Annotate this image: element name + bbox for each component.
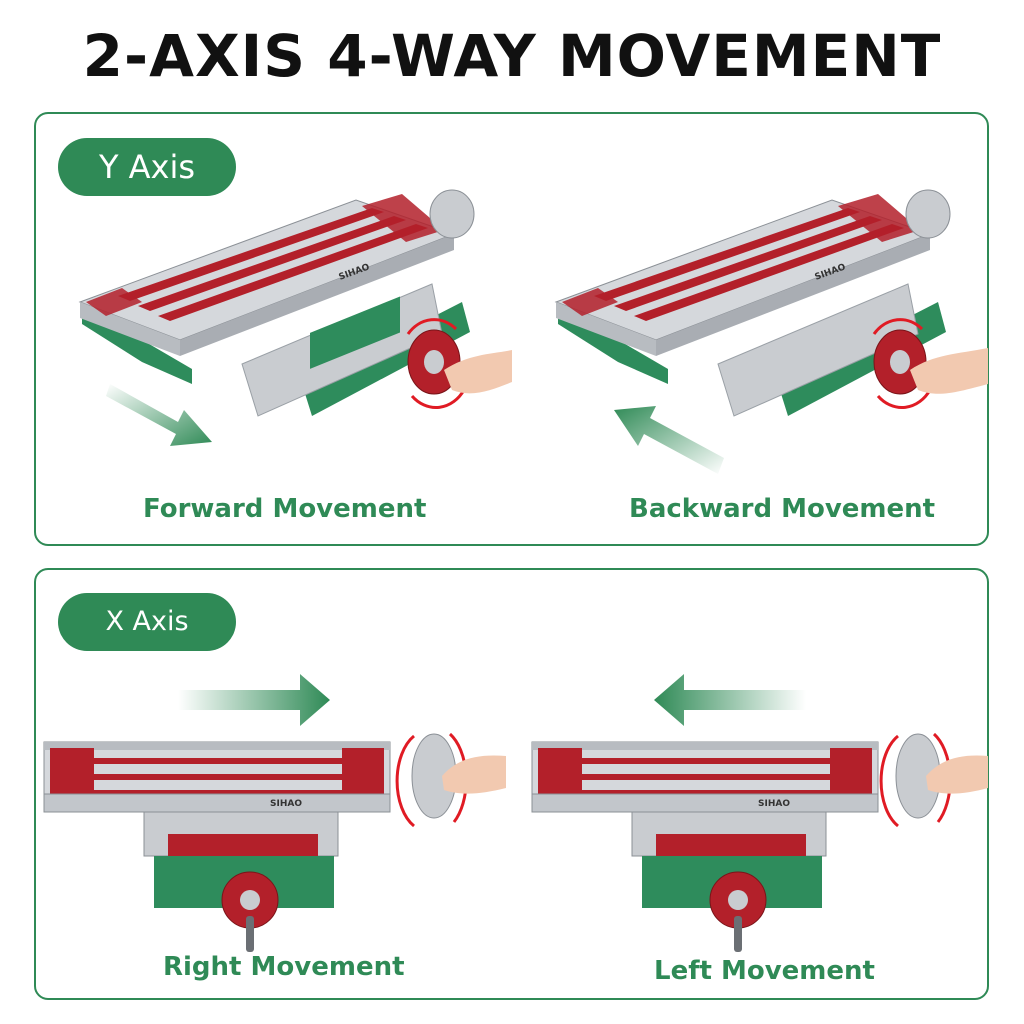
x-axis-panel: X Axis SIHAO (34, 568, 989, 1000)
y-left-caption: Forward Movement (143, 494, 427, 524)
x-left-illustration: SIHAO (531, 674, 988, 952)
x-right-caption: Left Movement (654, 956, 875, 986)
y-axis-panel: Y Axis SIHAO (34, 112, 989, 546)
y-right-caption: Backward Movement (629, 494, 936, 524)
x-left-caption: Right Movement (163, 952, 405, 982)
x-right-illustration: SIHAO (43, 674, 506, 952)
x-axis-label: X Axis (58, 593, 236, 651)
y-axis-label: Y Axis (58, 138, 236, 196)
y-backward-illustration: SIHAO (554, 189, 988, 474)
brand-logo-text: SIHAO (270, 799, 302, 809)
page-title: 2-AXIS 4-WAY MOVEMENT (82, 22, 942, 90)
brand-logo-text: SIHAO (758, 799, 790, 809)
y-forward-illustration: SIHAO (78, 189, 512, 446)
